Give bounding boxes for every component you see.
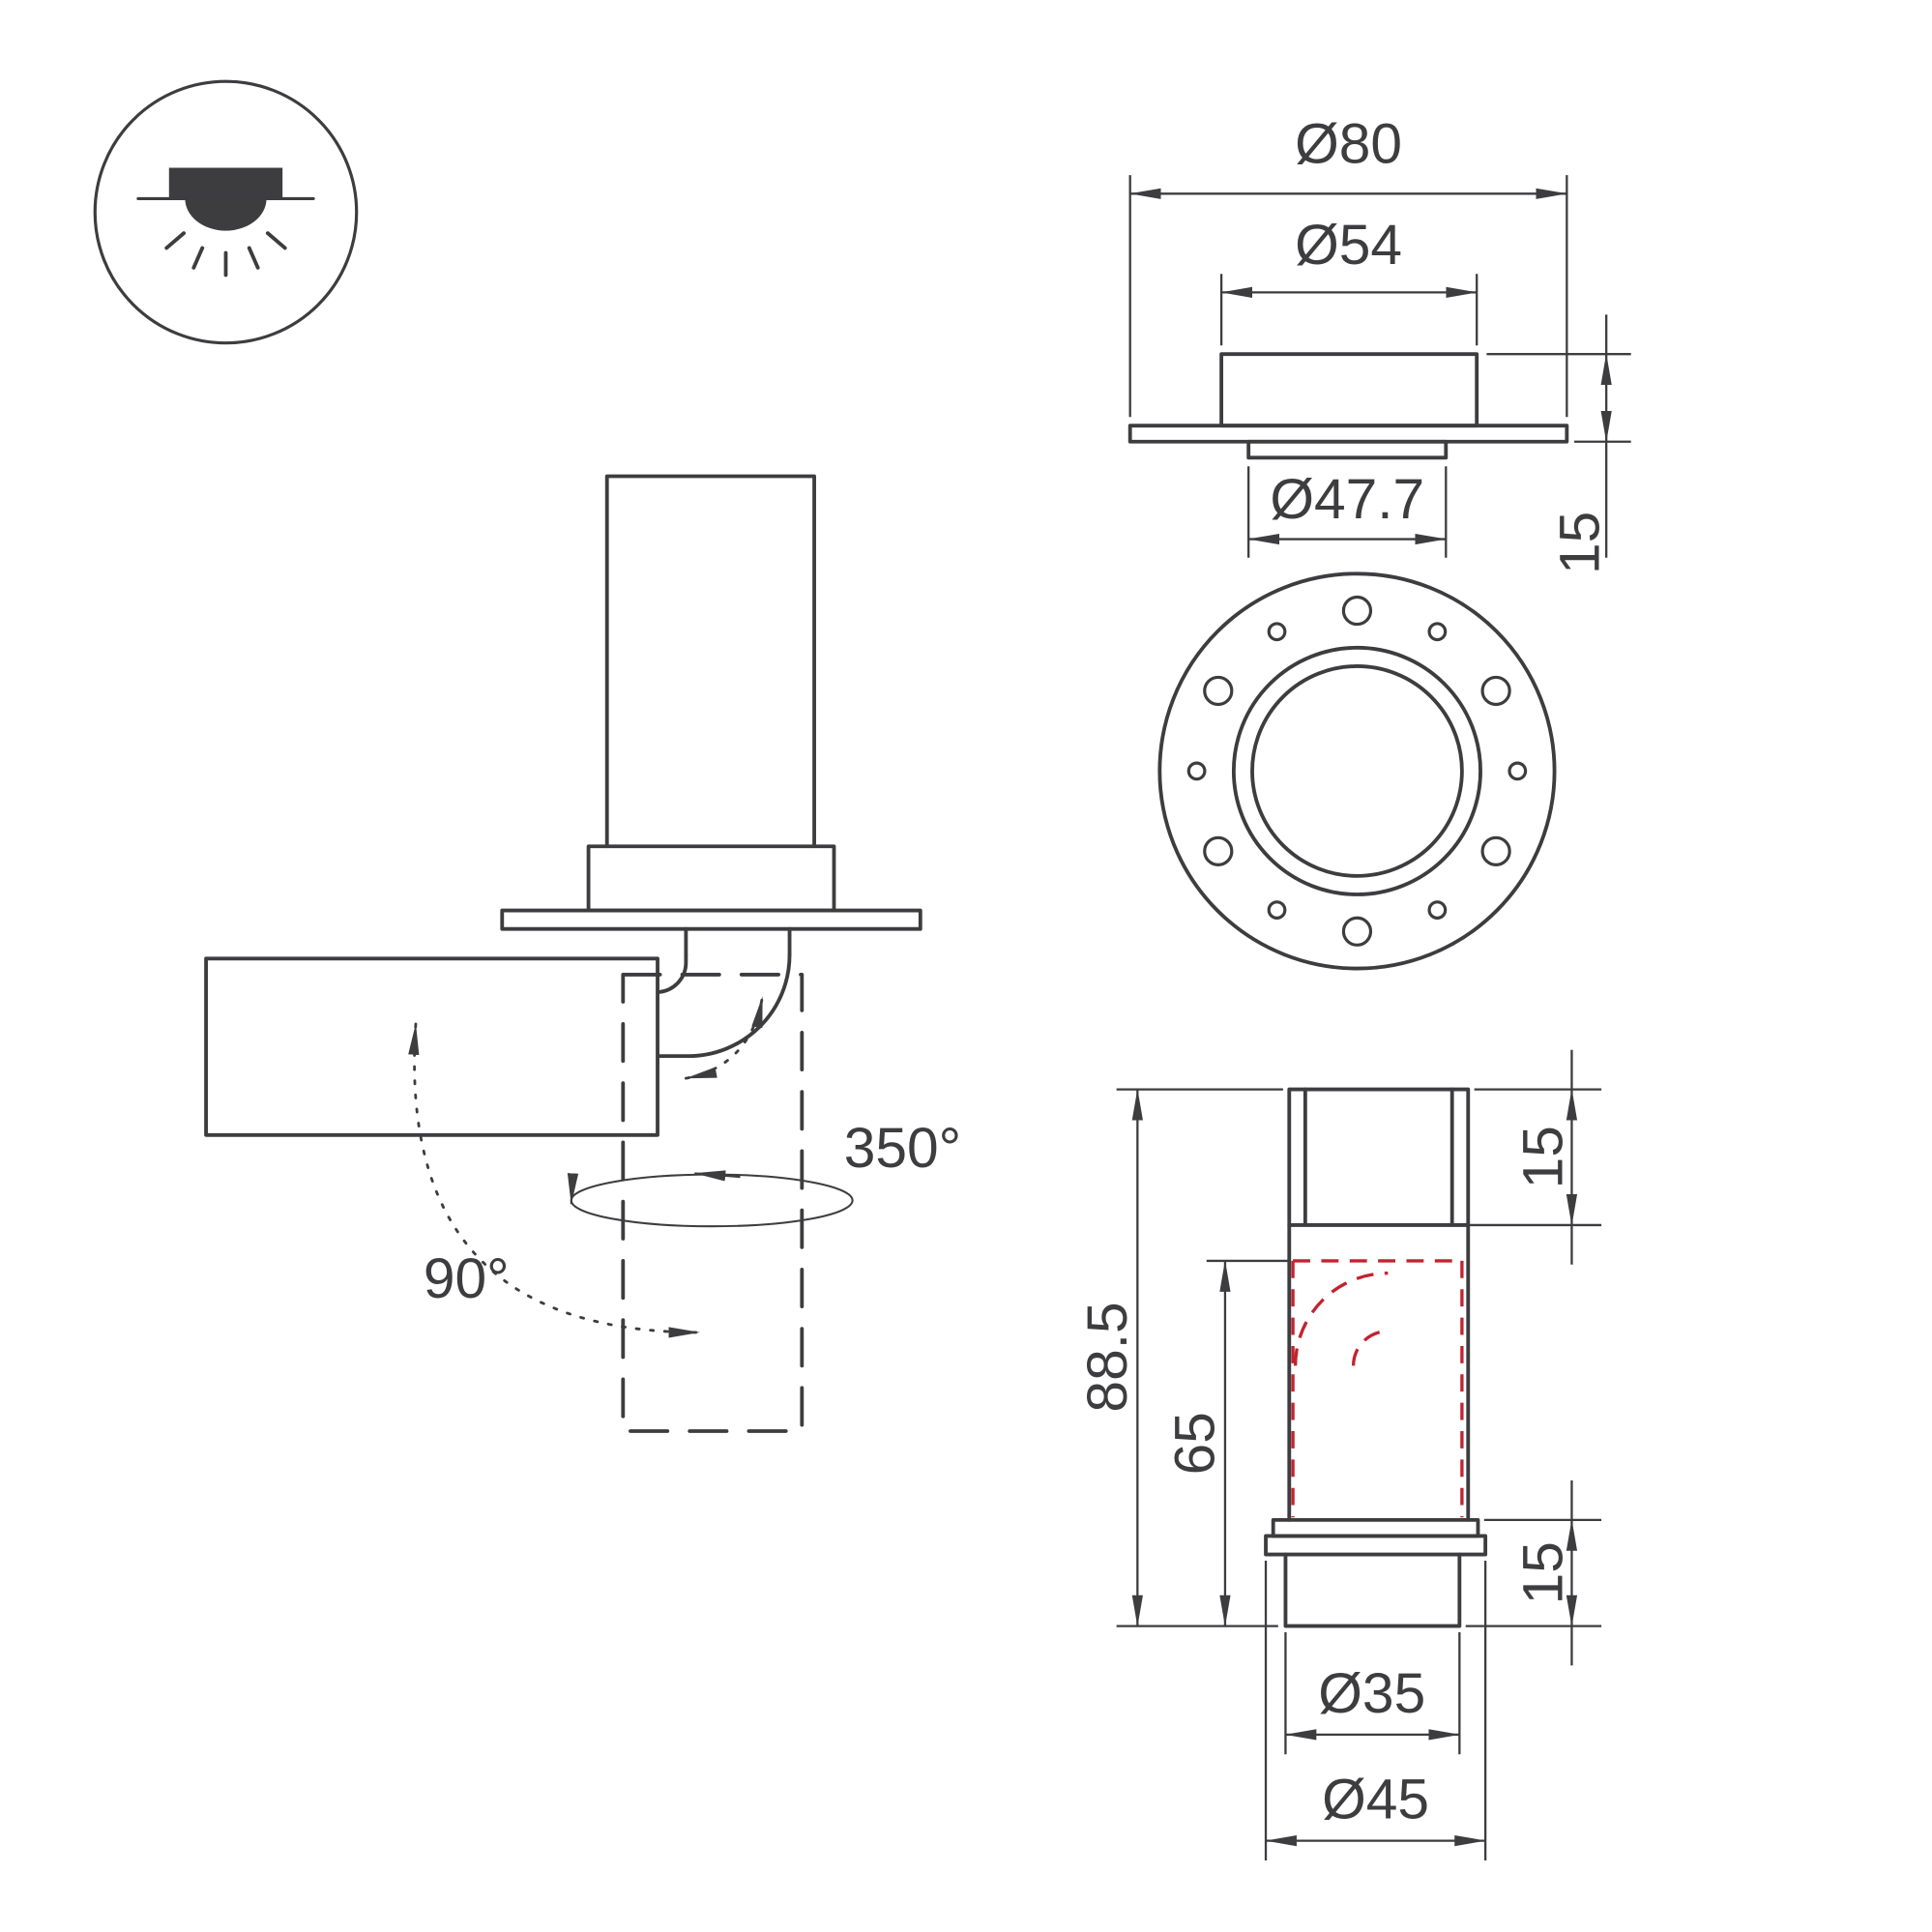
lens-ring-inner xyxy=(1250,664,1464,878)
icon-light-rays xyxy=(164,231,287,278)
dim-bottom-15: 15 xyxy=(1465,1480,1602,1666)
front-body-outline xyxy=(1219,352,1479,428)
dim-d47: Ø47.7 xyxy=(1247,466,1448,558)
lens-ring-outer xyxy=(1231,645,1482,896)
recessed-downlight-icon xyxy=(93,79,359,345)
rotation-angle-label: 350° xyxy=(844,1117,961,1180)
collar-step-1 xyxy=(1271,1517,1480,1538)
lamp-collar-outline xyxy=(586,844,836,913)
elbow-inner-curve xyxy=(658,952,688,994)
dim-885: 88.5 xyxy=(1076,1088,1283,1627)
dim-recess-15-label: 15 xyxy=(1549,512,1612,574)
dim-65: 65 xyxy=(1164,1259,1288,1627)
collar-step-2 xyxy=(1264,1534,1488,1557)
rotation-arrow-top xyxy=(693,1170,741,1182)
front-neck-outline xyxy=(1246,439,1449,460)
flange-outer-circle xyxy=(1157,571,1557,971)
front-view: Ø80 Ø54 Ø47.7 15 xyxy=(1127,112,1631,574)
lower-neck-outline xyxy=(1283,1552,1462,1628)
tube-outer-outline xyxy=(1287,1087,1471,1522)
kinematic-side-view: 90° 350° xyxy=(204,474,961,1433)
tube-inner-wall xyxy=(1287,1087,1471,1227)
dim-885-label: 88.5 xyxy=(1076,1302,1139,1412)
dim-d54-label: Ø54 xyxy=(1295,214,1402,277)
dim-top-15-label: 15 xyxy=(1511,1126,1574,1188)
flange-holes xyxy=(1186,595,1528,947)
dim-d35-label: Ø35 xyxy=(1318,1662,1425,1725)
dim-d54: Ø54 xyxy=(1219,214,1478,346)
tilt-arc-arrow xyxy=(408,1022,701,1338)
icon-circle xyxy=(93,79,359,345)
rotation-arrow-left xyxy=(567,1173,579,1205)
dim-d80: Ø80 xyxy=(1128,112,1568,418)
lamp-head-vertical-dashed xyxy=(621,973,805,1433)
dim-d35: Ø35 xyxy=(1284,1631,1461,1755)
dim-d45-label: Ø45 xyxy=(1322,1769,1429,1831)
dim-recess-15: 15 xyxy=(1486,314,1631,574)
tilt-angle-label: 90° xyxy=(424,1247,510,1310)
front-flange-outline xyxy=(1127,424,1569,444)
flange-plate-outline xyxy=(500,908,922,931)
elbow-swivel-arrow xyxy=(684,995,764,1080)
neck-lines xyxy=(684,926,792,957)
dim-d47-label: Ø47.7 xyxy=(1270,468,1424,531)
dimensioned-side-view: 88.5 65 15 15 Ø35 Ø45 xyxy=(1076,1049,1602,1861)
dim-65-label: 65 xyxy=(1164,1412,1227,1475)
rotation-ellipse xyxy=(570,1173,854,1228)
dim-top-15: 15 xyxy=(1458,1049,1602,1265)
icon-lamp-dome xyxy=(185,198,267,231)
icon-fixture-body xyxy=(168,167,283,198)
dim-bottom-15-label: 15 xyxy=(1511,1541,1574,1604)
hidden-head-red-dashed xyxy=(1291,1259,1464,1518)
elbow-outer-curve xyxy=(658,952,792,1059)
dim-d80-label: Ø80 xyxy=(1295,112,1402,175)
lamp-cylinder-outline xyxy=(604,474,816,849)
dim-d45: Ø45 xyxy=(1264,1560,1487,1861)
lamp-head-horizontal xyxy=(204,956,659,1137)
flange-bottom-view xyxy=(1157,571,1557,971)
